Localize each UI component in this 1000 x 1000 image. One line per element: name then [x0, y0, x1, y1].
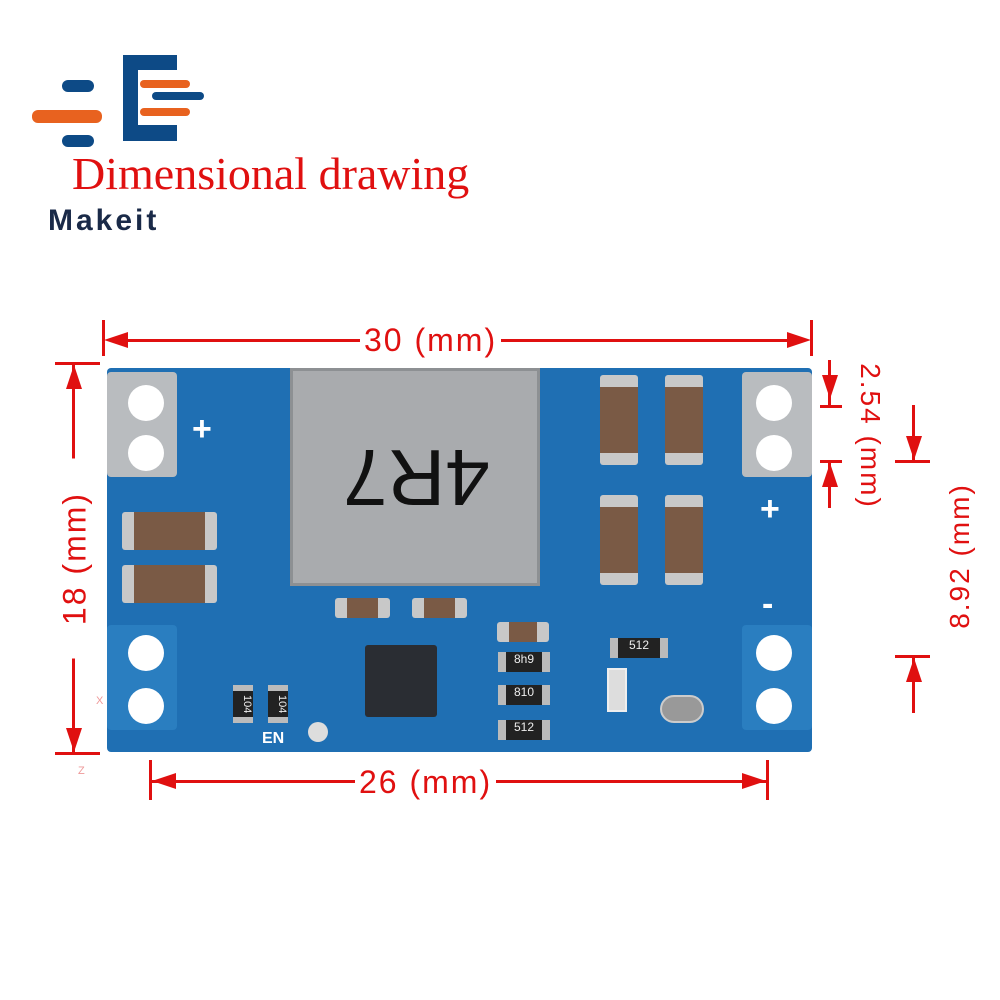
capacitor [335, 598, 390, 618]
arrow-up-icon [822, 463, 838, 487]
capacitor [122, 565, 217, 603]
page-title: Dimensional drawing [72, 148, 470, 199]
capacitor [600, 375, 638, 465]
arrow-right-icon [742, 773, 766, 789]
dimension-line [828, 360, 831, 405]
resistor: 104 [268, 685, 288, 723]
inductor-marking: 4R7 [343, 433, 490, 522]
extension-line [820, 405, 842, 408]
logo-line [152, 92, 204, 100]
dimension-line [912, 405, 915, 460]
capacitor [600, 495, 638, 585]
axis-x-label: X [96, 695, 104, 707]
plus-label: + [760, 490, 780, 528]
arrow-down-icon [906, 436, 922, 460]
plus-label: + [192, 410, 212, 448]
dimension-label: 8.92 (mm) [944, 483, 975, 629]
mounting-hole [756, 435, 792, 471]
resistor: 512 [610, 638, 668, 658]
dimension-label: 18 (mm) [56, 458, 94, 659]
axis-z-label: Z [78, 765, 85, 777]
extension-line [810, 320, 813, 356]
logo-text: Makeit [48, 204, 160, 237]
extension-line [895, 655, 930, 658]
mounting-hole [756, 688, 792, 724]
mounting-hole [128, 688, 164, 724]
resistor: 810 [498, 685, 550, 705]
capacitor [497, 622, 549, 642]
dimension-label: 26 (mm) [355, 764, 497, 801]
en-label: EN [262, 730, 285, 747]
logo-trace [32, 110, 102, 123]
dimension-label: 30 (mm) [360, 322, 502, 359]
led [607, 668, 627, 712]
en-pad [308, 722, 328, 742]
arrow-down-icon [66, 728, 82, 752]
logo-line [140, 108, 190, 116]
arrow-up-icon [66, 365, 82, 389]
extension-line [55, 752, 100, 755]
capacitor [665, 375, 703, 465]
extension-line [895, 460, 930, 463]
ic-chip [365, 645, 437, 717]
dimension-label: 2.54 (mm) [855, 363, 886, 509]
logo-trace [62, 80, 94, 92]
mounting-hole [128, 435, 164, 471]
arrow-left-icon [152, 773, 176, 789]
arrow-left-icon [104, 332, 128, 348]
capacitor [122, 512, 217, 550]
extension-line [55, 362, 100, 365]
resistor: 512 [498, 720, 550, 740]
test-pad [660, 695, 704, 723]
resistor: 104 [233, 685, 253, 723]
mounting-hole [128, 385, 164, 421]
arrow-up-icon [906, 658, 922, 682]
capacitor [665, 495, 703, 585]
arrow-right-icon [787, 332, 811, 348]
extension-line [820, 460, 842, 463]
extension-line [766, 760, 769, 800]
mounting-hole [128, 635, 164, 671]
resistor: 8h9 [498, 652, 550, 672]
logo-trace [62, 135, 94, 147]
mounting-hole [756, 385, 792, 421]
dimension-line [912, 658, 915, 713]
capacitor [412, 598, 467, 618]
inductor: 4R7 [290, 368, 540, 586]
minus-label: - [762, 585, 774, 623]
extension-line [102, 320, 105, 356]
logo-line [140, 80, 190, 88]
mounting-hole [756, 635, 792, 671]
extension-line [149, 760, 152, 800]
